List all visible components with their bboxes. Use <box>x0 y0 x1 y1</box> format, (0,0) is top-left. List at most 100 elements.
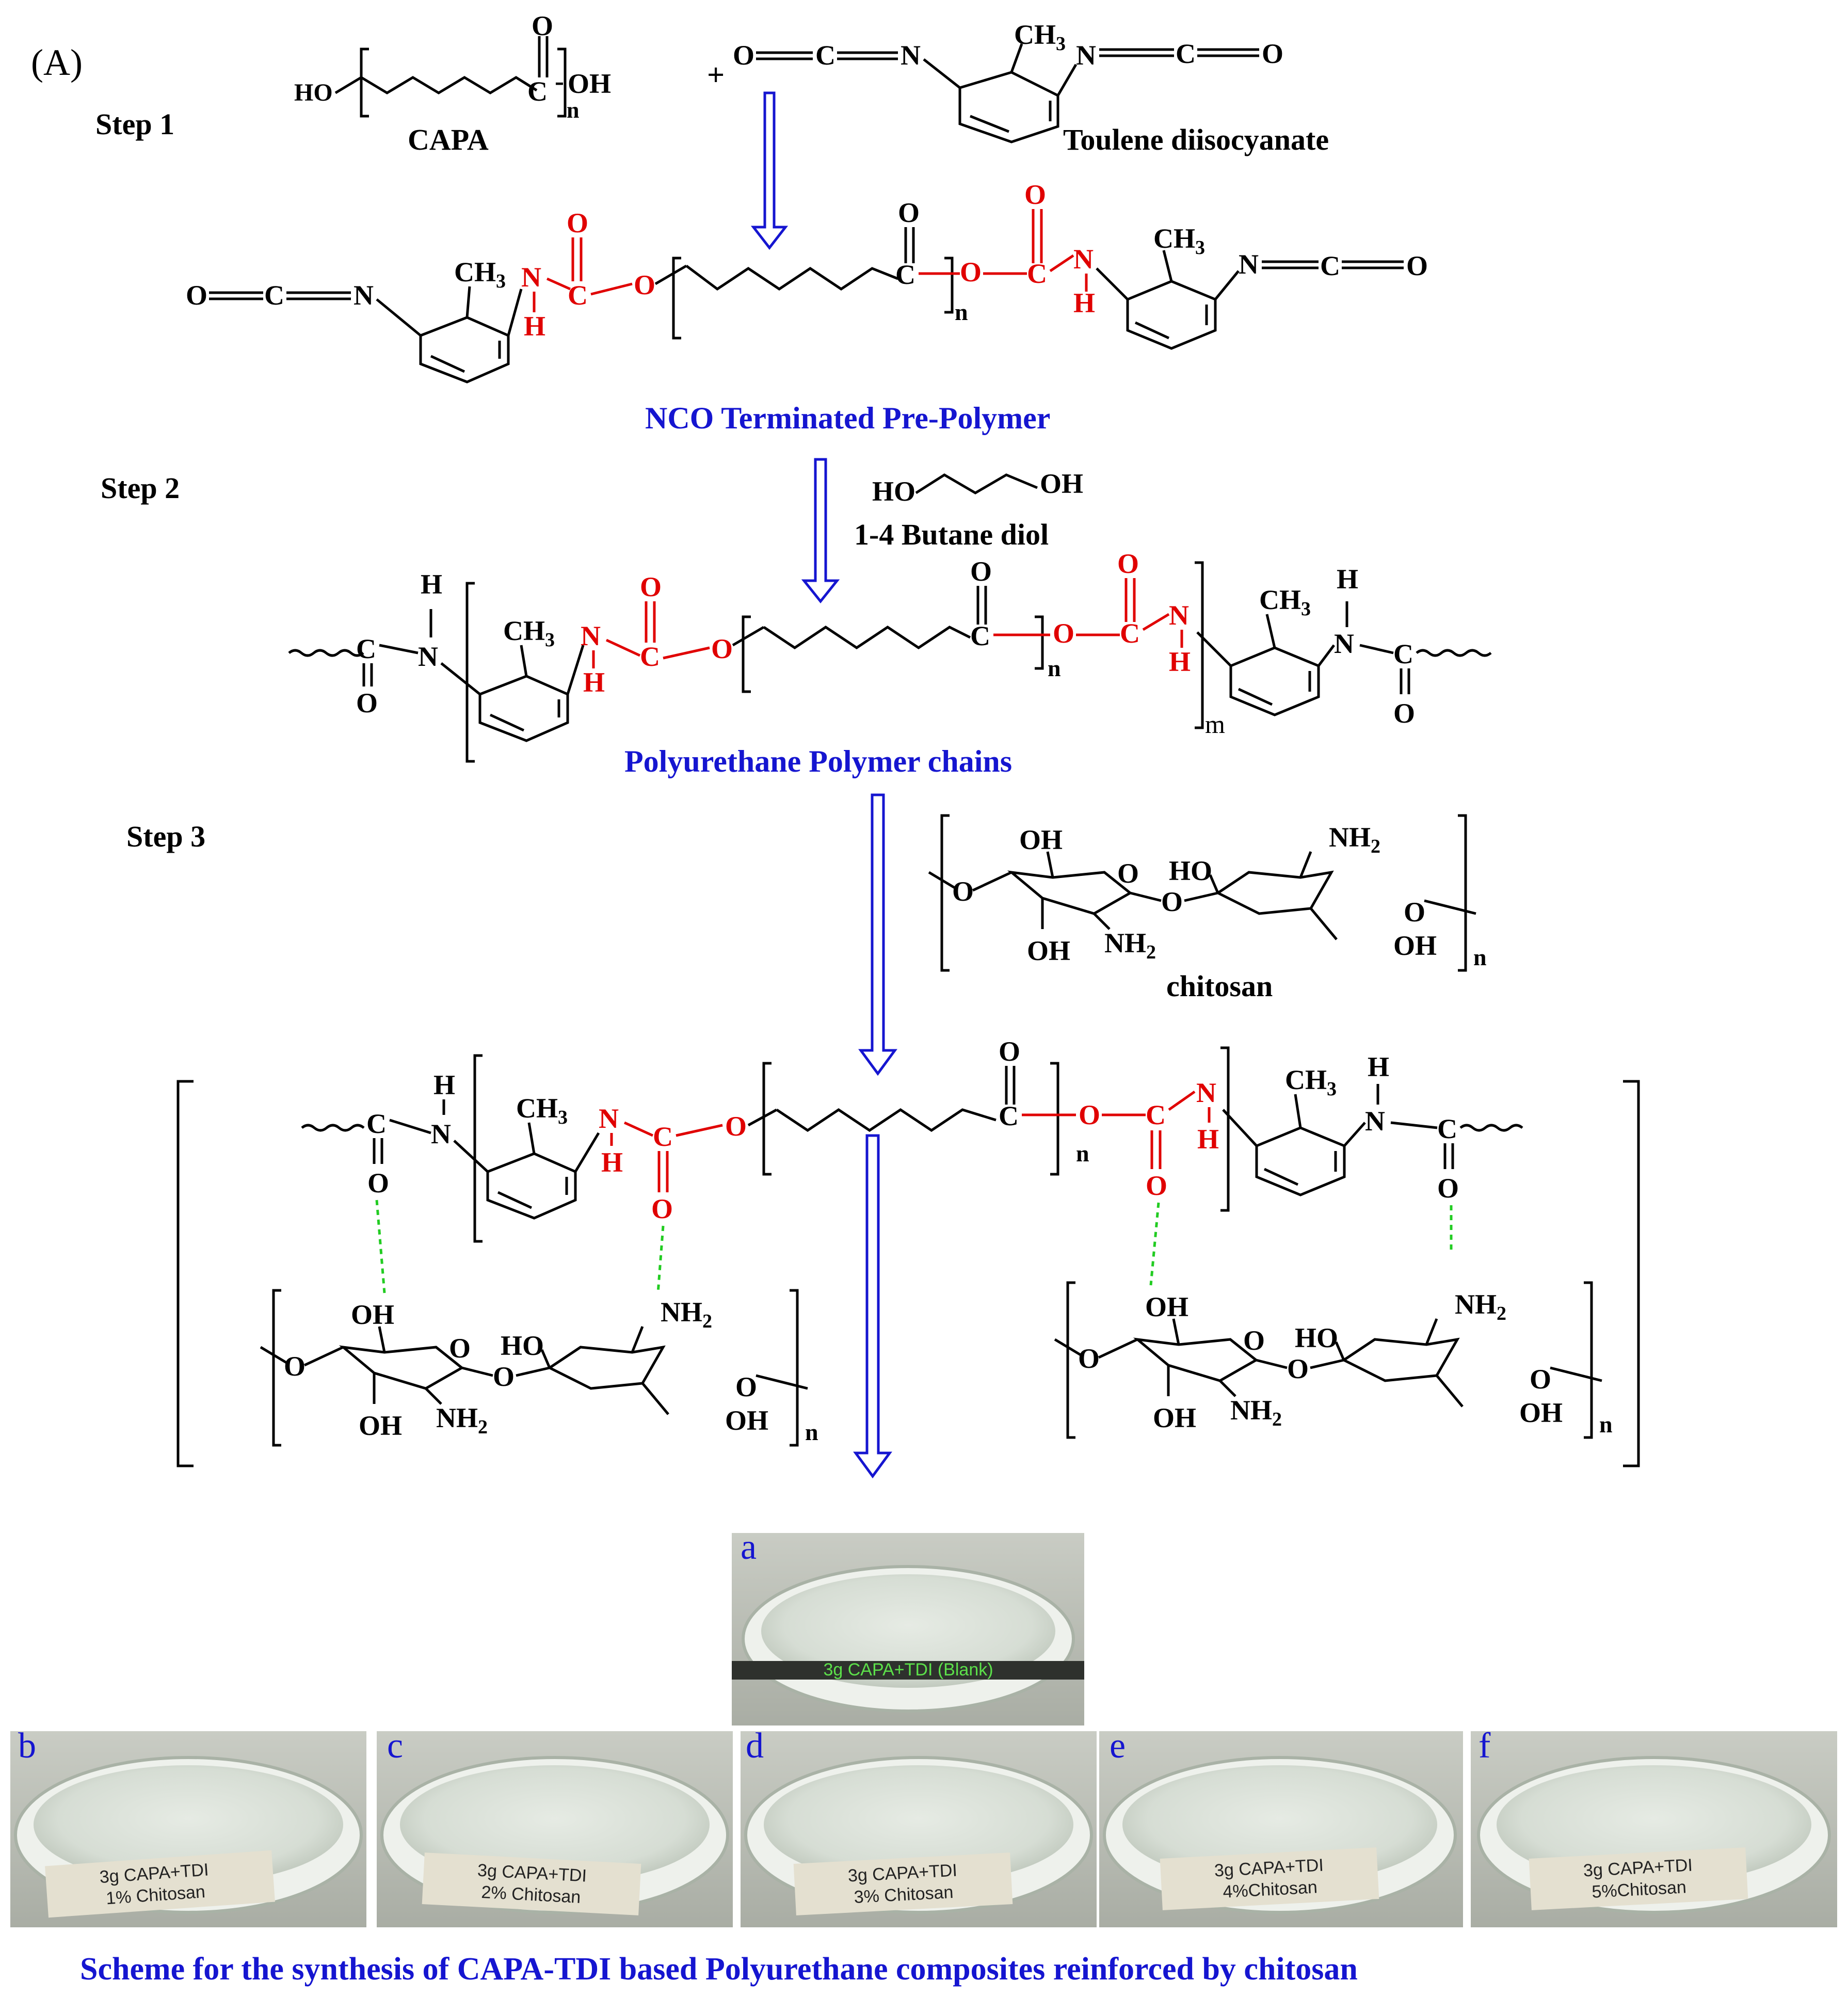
photo-c-letter: c <box>387 1726 403 1766</box>
svg-text:N: N <box>1169 600 1189 631</box>
photo-d-letter: d <box>746 1726 764 1766</box>
svg-text:O: O <box>651 1193 673 1224</box>
svg-text:O: O <box>733 40 754 71</box>
polyurethane-label: Polyurethane Polymer chains <box>624 744 1012 778</box>
photo-c: 3g CAPA+TDI 2% Chitosan c <box>377 1726 733 1927</box>
chitosan-label: chitosan <box>1166 969 1273 1003</box>
svg-text:N: N <box>418 641 438 672</box>
svg-text:CH3: CH3 <box>503 615 555 651</box>
svg-text:O: O <box>1146 1170 1167 1201</box>
svg-text:C: C <box>895 259 915 290</box>
svg-text:NH2: NH2 <box>1104 928 1156 963</box>
svg-text:O: O <box>711 633 733 664</box>
photo-a: 3g CAPA+TDI (Blank) a <box>732 1527 1084 1726</box>
svg-text:n: n <box>1048 655 1061 681</box>
svg-text:H: H <box>524 311 545 342</box>
svg-text:O: O <box>367 1168 389 1199</box>
step-3-label: Step 3 <box>126 820 205 853</box>
svg-text:CH3: CH3 <box>454 257 506 292</box>
svg-text:C: C <box>1393 638 1413 669</box>
svg-text:C: C <box>1320 250 1340 281</box>
butanediol-structure: HO OH <box>872 468 1083 507</box>
chitosan-structure: O OH O OH NH2 O HO NH2 O OH n <box>928 814 1487 972</box>
svg-text:m: m <box>1205 710 1225 739</box>
reaction-arrow-2 <box>801 458 840 604</box>
photo-a-letter: a <box>741 1527 757 1567</box>
svg-text:CH3: CH3 <box>1014 19 1066 55</box>
svg-text:C: C <box>653 1121 673 1152</box>
svg-text:C: C <box>1027 258 1047 289</box>
svg-text:OH: OH <box>1393 930 1437 961</box>
svg-text:O: O <box>970 556 992 587</box>
svg-text:+: + <box>707 58 725 92</box>
svg-text:C: C <box>640 641 660 672</box>
svg-text:-: - <box>555 66 564 97</box>
tdi-label: Toulene diisocyanate <box>1063 123 1329 156</box>
svg-text:O: O <box>1024 179 1046 210</box>
reaction-arrow-4 <box>853 1134 892 1479</box>
capa-structure: HO C O - OH n <box>294 10 611 123</box>
svg-text:C: C <box>1146 1099 1166 1130</box>
svg-text:OH: OH <box>568 68 611 99</box>
photo-e-letter: e <box>1110 1726 1126 1766</box>
photo-d: 3g CAPA+TDI 3% Chitosan d <box>741 1726 1097 1927</box>
figure-caption: Scheme for the synthesis of CAPA-TDI bas… <box>80 1952 1358 1987</box>
svg-text:N: N <box>521 262 541 293</box>
photo-f: 3g CAPA+TDI 5%Chitosan f <box>1471 1726 1837 1927</box>
svg-text:C: C <box>264 280 284 311</box>
composite-pu-chain: C O N H CH3 N H C O O C O n O <box>301 1036 1523 1243</box>
svg-text:N: N <box>1073 244 1094 275</box>
svg-text:O: O <box>1393 698 1415 729</box>
svg-text:O: O <box>1437 1173 1459 1204</box>
svg-text:NH2: NH2 <box>1329 822 1380 857</box>
svg-text:N: N <box>581 620 601 651</box>
step-1-label: Step 1 <box>95 107 174 141</box>
svg-text:CH3: CH3 <box>516 1093 568 1128</box>
svg-text:O: O <box>532 10 553 41</box>
svg-text:O: O <box>1079 1099 1100 1130</box>
svg-text:O: O <box>898 197 920 228</box>
svg-text:CH3: CH3 <box>1259 584 1311 620</box>
photo-a-label: 3g CAPA+TDI (Blank) <box>823 1660 993 1680</box>
svg-text:H: H <box>1197 1124 1219 1155</box>
svg-text:n: n <box>1473 944 1487 970</box>
svg-text:C: C <box>970 620 990 651</box>
panel-label: (A) <box>31 42 83 83</box>
hydrogen-bond-1 <box>375 1200 386 1293</box>
svg-text:CH3: CH3 <box>1153 223 1205 259</box>
svg-text:n: n <box>1076 1140 1089 1167</box>
prepolymer-structure: O C N CH3 N H C O O C O n O C <box>186 179 1428 384</box>
svg-text:C: C <box>568 280 588 311</box>
svg-text:C: C <box>356 633 376 664</box>
svg-text:O: O <box>634 269 655 300</box>
svg-text:n: n <box>567 98 579 123</box>
svg-text:O: O <box>356 688 378 718</box>
svg-text:O: O <box>725 1111 747 1142</box>
photo-b-letter: b <box>18 1726 36 1766</box>
svg-text:C: C <box>999 1100 1019 1131</box>
svg-text:C: C <box>1437 1113 1457 1144</box>
svg-text:OH: OH <box>1027 935 1070 966</box>
svg-text:OH: OH <box>1019 824 1063 855</box>
svg-text:N: N <box>353 280 374 311</box>
svg-text:N: N <box>1334 628 1354 659</box>
svg-text:O: O <box>1406 250 1428 281</box>
svg-text:H: H <box>583 667 605 698</box>
svg-text:O: O <box>1161 886 1183 917</box>
butanediol-label: 1-4 Butane diol <box>854 518 1049 551</box>
svg-text:O: O <box>999 1036 1020 1067</box>
svg-text:HO: HO <box>872 476 915 507</box>
svg-text:n: n <box>955 299 968 325</box>
svg-text:H: H <box>421 569 442 600</box>
composite-bracket-left <box>176 1080 194 1467</box>
svg-text:N: N <box>901 40 921 71</box>
svg-text:N: N <box>1365 1106 1385 1137</box>
svg-text:C: C <box>527 76 548 107</box>
hydrogen-bond-3 <box>1149 1202 1160 1286</box>
prepolymer-label: NCO Terminated Pre-Polymer <box>645 401 1050 435</box>
photo-e: 3g CAPA+TDI 4%Chitosan e <box>1099 1726 1463 1927</box>
svg-text:H: H <box>1169 646 1191 677</box>
svg-text:CH3: CH3 <box>1285 1064 1337 1100</box>
svg-text:O: O <box>567 207 588 238</box>
polyurethane-structure: C O N H CH3 N H C O O C O n O <box>288 548 1492 763</box>
